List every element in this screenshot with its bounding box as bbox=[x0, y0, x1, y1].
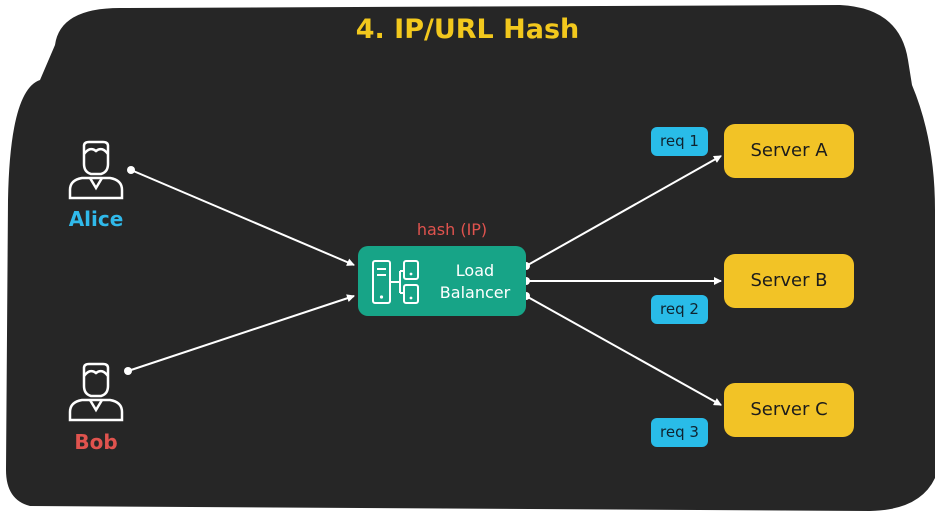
request-badge-3: req 3 bbox=[651, 418, 708, 447]
user-icon bbox=[68, 140, 124, 200]
arrow-lb-to-server-a bbox=[522, 155, 722, 270]
load-balancer-label: Load Balancer bbox=[430, 260, 520, 304]
server-b: Server B bbox=[724, 254, 854, 308]
arrow-bob-to-lb bbox=[124, 294, 355, 375]
request-badge-1: req 1 bbox=[651, 127, 708, 156]
user-icon bbox=[68, 362, 124, 422]
request-badge-2: req 2 bbox=[651, 295, 708, 324]
server-a: Server A bbox=[724, 124, 854, 178]
server-rack-icon bbox=[372, 260, 419, 304]
load-balancer-node: Load Balancer bbox=[358, 246, 526, 316]
hash-caption: hash (IP) bbox=[416, 220, 488, 239]
load-balancer-line2: Balancer bbox=[439, 283, 511, 302]
server-c: Server C bbox=[724, 383, 854, 437]
arrow-lb-to-server-b bbox=[522, 277, 722, 285]
arrow-alice-to-lb bbox=[127, 166, 355, 266]
diagram-title: 4. IP/URL Hash bbox=[355, 14, 580, 45]
user-label-alice: Alice bbox=[68, 207, 124, 231]
load-balancer-line1: Load bbox=[455, 261, 495, 280]
user-label-bob: Bob bbox=[74, 430, 118, 454]
